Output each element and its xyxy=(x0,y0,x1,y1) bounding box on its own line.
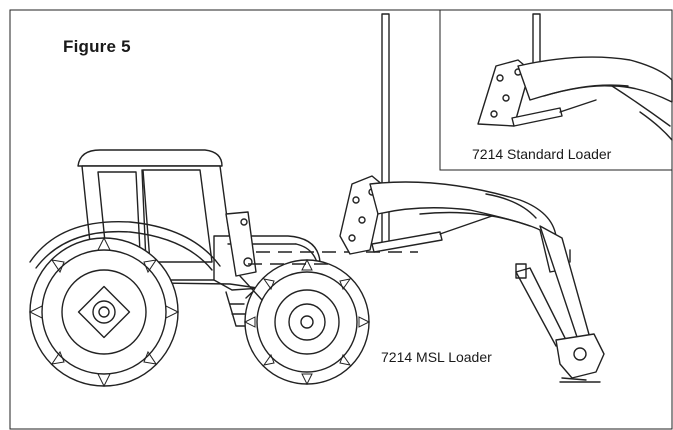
standard-cylinder xyxy=(511,107,563,127)
loader-tower xyxy=(225,211,263,301)
standard-mast xyxy=(532,13,541,65)
standard-boom-arm xyxy=(517,56,673,103)
cab-pillar xyxy=(141,169,147,263)
inset-box xyxy=(439,10,672,171)
boom-arm xyxy=(369,181,561,273)
rear-fender xyxy=(29,220,221,267)
standard-loader-label: 7214 Standard Loader xyxy=(472,146,612,162)
cab-window-front xyxy=(142,169,213,263)
lift-cylinder xyxy=(371,231,443,253)
msl-loader xyxy=(339,13,605,383)
standard-loader xyxy=(477,13,673,141)
cab-roof xyxy=(77,149,223,167)
msl-loader-label: 7214 MSL Loader xyxy=(381,349,492,365)
figure-frame xyxy=(9,9,673,430)
figure-title: Figure 5 xyxy=(63,37,131,56)
bucket xyxy=(555,333,605,379)
front-wheel xyxy=(243,258,371,386)
rear-wheel xyxy=(28,236,180,388)
